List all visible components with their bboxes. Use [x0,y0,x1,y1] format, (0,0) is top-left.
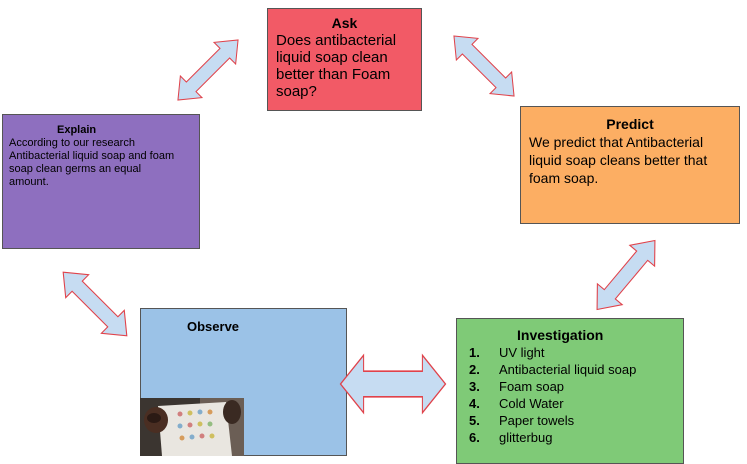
investigation-title: Investigation [517,327,604,343]
predict-title: Predict [606,116,654,132]
explain-line: According to our research [9,137,135,149]
explain-title: Explain [57,124,97,136]
list-item: 1.UV light [469,345,545,360]
list-item: 6.glitterbug [469,430,553,445]
investigation-box: Investigation 1.UV light 2.Antibacterial… [456,318,684,464]
double-arrow-icon [166,28,250,112]
double-arrow-icon [51,260,139,348]
double-arrow-icon [442,24,526,108]
list-item: 2.Antibacterial liquid soap [469,362,637,377]
explain-line: soap clean germs an equal [9,163,142,175]
ask-line: better than Foam [276,66,391,83]
observe-title: Observe [187,319,240,334]
predict-box: Predict We predict that Antibacterial li… [520,106,740,224]
list-item: 5.Paper towels [469,413,575,428]
ask-line: soap? [276,83,317,100]
list-item: 4.Cold Water [469,396,564,411]
predict-line: liquid soap cleans better that [529,152,708,168]
predict-line: We predict that Antibacterial [529,134,704,150]
explain-box: Explain According to our research Antiba… [2,114,200,249]
materials-list: 1.UV light 2.Antibacterial liquid soap 3… [469,344,683,446]
predict-line: foam soap. [529,170,599,186]
photo-illustration [140,398,244,456]
ask-line: Does antibacterial [276,32,397,49]
ask-line: liquid soap clean [276,49,388,66]
list-item: 3.Foam soap [469,379,565,394]
double-arrow-icon [339,354,447,414]
explain-line: amount. [9,176,49,188]
ask-box: Ask Does antibacterial liquid soap clean… [267,8,422,111]
observation-photo [140,398,244,456]
double-arrow-icon [584,229,668,321]
ask-title: Ask [331,15,358,31]
explain-line: Antibacterial liquid soap and foam [9,150,175,162]
